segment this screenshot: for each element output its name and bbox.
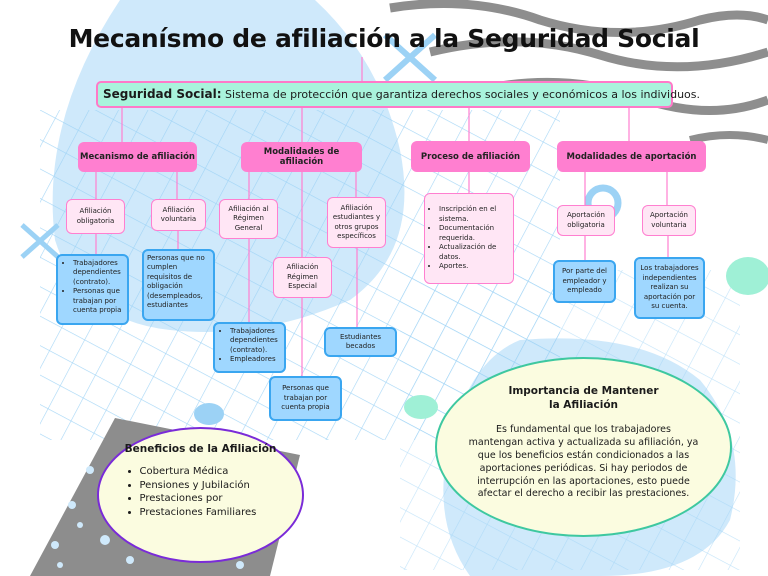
importancia-ellipse: Importancia de Mantener la Afiliación Es… xyxy=(435,357,732,537)
list-item: Pensiones y Jubilación xyxy=(140,479,276,493)
estudiantes-grupos-node: Afiliación estudiantes y otros grupos es… xyxy=(327,197,386,248)
importancia-title: Importancia de Mantener la Afiliación xyxy=(508,385,659,411)
afiliacion-voluntaria-node: Afiliación voluntaria xyxy=(151,199,206,231)
list-item: Documentación requerida. xyxy=(439,224,511,243)
proceso-steps-box: Inscripción en el sistema. Documentación… xyxy=(424,193,514,284)
regimen-especial-detail-box: Personas que trabajan por cuenta propia xyxy=(269,376,342,421)
list-item: Aportes. xyxy=(439,262,511,271)
beneficios-title: Beneficios de la Afiliación xyxy=(124,443,277,455)
obligatoria-detail-box: Trabajadores dependientes (contrato). Pe… xyxy=(56,254,129,325)
aportacion-obligatoria-detail-box: Por parte del empleador y empleado xyxy=(553,260,616,303)
aportacion-header: Modalidades de aportación xyxy=(557,141,706,172)
list-item: Trabajadores dependientes (contrato). xyxy=(230,327,281,355)
list-item: Actualización de datos. xyxy=(439,243,511,262)
list-item: Prestaciones Familiares xyxy=(140,506,276,520)
mecanismo-header: Mecanismo de afiliación xyxy=(78,142,197,172)
definition-term: Seguridad Social: xyxy=(103,87,222,101)
list-item: Prestaciones por xyxy=(140,492,276,506)
aportacion-voluntaria-node: Aportación voluntaria xyxy=(642,205,696,236)
list-item: Personas que trabajan por cuenta propia xyxy=(73,287,124,315)
list-item: Empleadores xyxy=(230,355,281,364)
list-item: Cobertura Médica xyxy=(140,465,276,479)
list-item: Inscripción en el sistema. xyxy=(439,205,511,224)
beneficios-ellipse: Beneficios de la Afiliación Cobertura Mé… xyxy=(97,427,304,563)
voluntaria-detail-box: Personas que no cumplen requisitos de ob… xyxy=(142,249,215,321)
modalidades-afiliacion-header: Modalidades de afiliación xyxy=(241,142,362,172)
proceso-header: Proceso de afiliación xyxy=(411,141,530,172)
aportacion-voluntaria-detail-box: Los trabajadores independientes realizan… xyxy=(634,257,705,319)
regimen-general-node: Afiliación al Régimen General xyxy=(219,199,278,239)
definition-text: Sistema de protección que garantiza dere… xyxy=(225,88,701,101)
aportacion-obligatoria-node: Aportación obligatoria xyxy=(557,205,615,236)
page-title: Mecanísmo de afiliación a la Seguridad S… xyxy=(68,24,700,53)
afiliacion-obligatoria-node: Afiliación obligatoria xyxy=(66,199,125,234)
importancia-text: Es fundamental que los trabajadores mant… xyxy=(468,424,699,500)
becados-detail-box: Estudiantes becados xyxy=(324,327,397,357)
regimen-especial-node: Afiliación Régimen Especial xyxy=(273,257,332,298)
definition-box: Seguridad Social: Sistema de protección … xyxy=(96,81,700,108)
regimen-general-detail-box: Trabajadores dependientes (contrato). Em… xyxy=(213,322,286,373)
list-item: Trabajadores dependientes (contrato). xyxy=(73,259,124,287)
